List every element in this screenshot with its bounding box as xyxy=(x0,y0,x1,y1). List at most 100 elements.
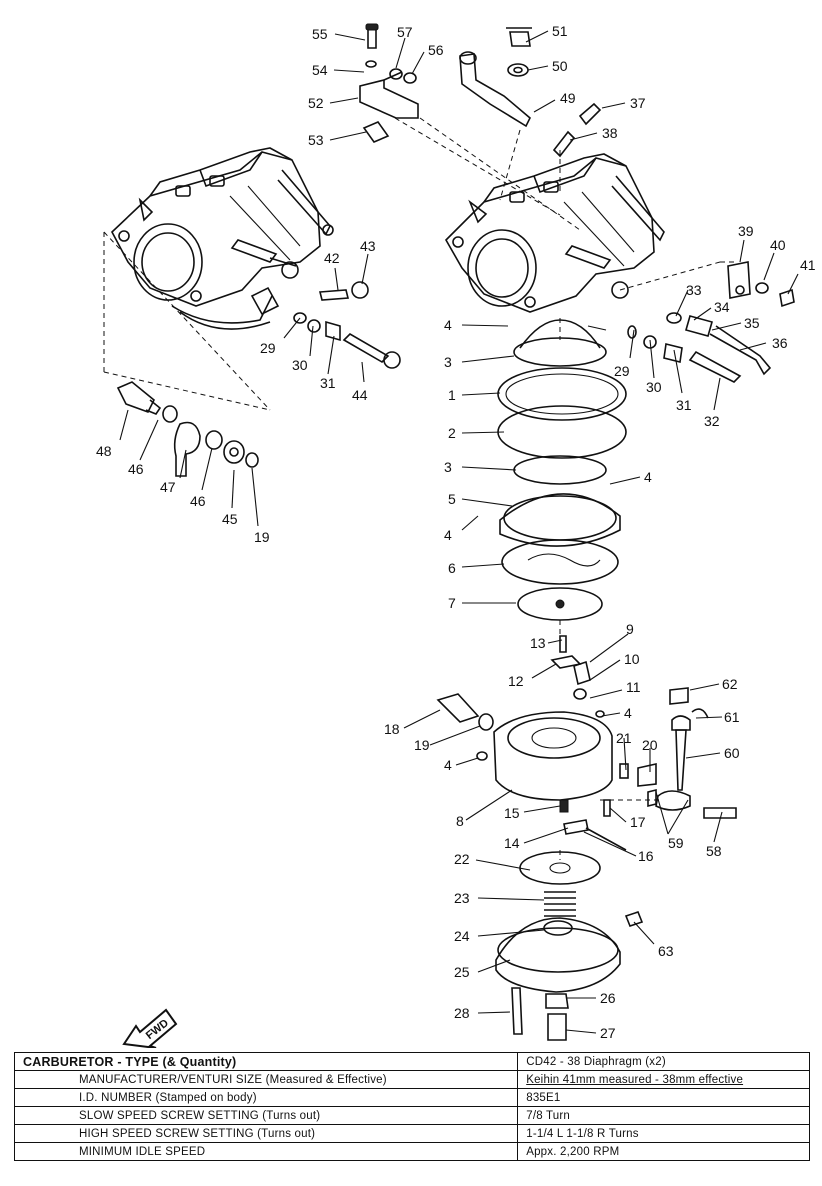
callout-50: 50 xyxy=(552,58,568,74)
callout-19-b: 19 xyxy=(414,737,430,753)
leader-lines xyxy=(119,30,799,1034)
callout-30-b: 30 xyxy=(646,379,662,395)
callout-3-b: 3 xyxy=(444,459,452,475)
spec-label: I.D. NUMBER (Stamped on body) xyxy=(13,1088,519,1107)
callout-22: 22 xyxy=(454,851,470,867)
callout-10: 10 xyxy=(624,651,640,667)
spec-title: CARBURETOR - TYPE (& Quantity) xyxy=(13,1052,519,1071)
callout-4-b: 4 xyxy=(644,469,652,485)
callout-7: 7 xyxy=(448,595,456,611)
spec-label: SLOW SPEED SCREW SETTING (Turns out) xyxy=(13,1106,519,1125)
callout-29-b: 29 xyxy=(614,363,630,379)
callout-26: 26 xyxy=(600,990,616,1006)
callout-48: 48 xyxy=(96,443,112,459)
callout-42: 42 xyxy=(324,250,340,266)
callout-37: 37 xyxy=(630,95,646,111)
callout-4-e: 4 xyxy=(444,757,452,773)
spec-label: MANUFACTURER/VENTURI SIZE (Measured & Ef… xyxy=(13,1070,519,1089)
callout-46-a: 46 xyxy=(128,461,144,477)
callout-35: 35 xyxy=(744,315,760,331)
spec-title-value: CD42 - 38 Diaphragm (x2) xyxy=(517,1052,810,1071)
carburetor-body-left xyxy=(111,147,334,330)
callout-39: 39 xyxy=(738,223,754,239)
callout-44: 44 xyxy=(352,387,368,403)
spec-row-manufacturer: MANUFACTURER/VENTURI SIZE (Measured & Ef… xyxy=(13,1070,810,1089)
callout-53: 53 xyxy=(308,132,324,148)
callout-8: 8 xyxy=(456,813,464,829)
callout-41: 41 xyxy=(800,257,816,273)
spec-label: MINIMUM IDLE SPEED xyxy=(13,1142,519,1161)
callout-23: 23 xyxy=(454,890,470,906)
callout-63: 63 xyxy=(658,943,674,959)
fuel-fitting-group xyxy=(116,381,259,477)
carburetor-spec-table: CARBURETOR - TYPE (& Quantity) CD42 - 38… xyxy=(13,1052,810,1161)
callout-12: 12 xyxy=(508,673,524,689)
callout-55: 55 xyxy=(312,26,328,42)
spec-row-high-speed: HIGH SPEED SCREW SETTING (Turns out) 1-1… xyxy=(13,1124,810,1143)
callout-36: 36 xyxy=(772,335,788,351)
callout-58: 58 xyxy=(706,843,722,859)
callout-34: 34 xyxy=(714,299,730,315)
callout-14: 14 xyxy=(504,835,520,851)
callout-29-a: 29 xyxy=(260,340,276,356)
callout-21: 21 xyxy=(616,730,632,746)
spec-value: Keihin 41mm measured - 38mm effective xyxy=(517,1070,810,1089)
callout-57: 57 xyxy=(397,24,413,40)
callout-5: 5 xyxy=(448,491,456,507)
callout-47: 47 xyxy=(160,479,176,495)
carburetor-body-right xyxy=(445,153,665,313)
callout-56: 56 xyxy=(428,42,444,58)
callout-43: 43 xyxy=(360,238,376,254)
callout-40: 40 xyxy=(770,237,786,253)
callout-31-b: 31 xyxy=(676,397,692,413)
callout-6: 6 xyxy=(448,560,456,576)
callout-62: 62 xyxy=(722,676,738,692)
spec-row-idle-speed: MINIMUM IDLE SPEED Appx. 2,200 RPM xyxy=(13,1142,810,1161)
callout-61: 61 xyxy=(724,709,740,725)
callout-60: 60 xyxy=(724,745,740,761)
left-side-hardware xyxy=(293,281,401,369)
callout-11: 11 xyxy=(626,679,641,695)
needle-valve-parts xyxy=(550,635,605,718)
top-hardware xyxy=(359,23,602,158)
callout-27: 27 xyxy=(600,1025,616,1041)
callout-24: 24 xyxy=(454,928,470,944)
callout-9: 9 xyxy=(626,621,634,637)
callout-45: 45 xyxy=(222,511,238,527)
callout-54: 54 xyxy=(312,62,328,78)
spec-value: 7/8 Turn xyxy=(517,1106,810,1125)
lower-parts xyxy=(495,799,644,1041)
diaphragm-stack xyxy=(497,319,627,621)
callout-33: 33 xyxy=(686,282,702,298)
callout-15: 15 xyxy=(504,805,520,821)
spec-label: HIGH SPEED SCREW SETTING (Turns out) xyxy=(13,1124,519,1143)
callout-labels: 55 57 56 51 54 50 52 49 37 53 38 39 40 4… xyxy=(96,23,816,1041)
right-side-hardware xyxy=(627,261,795,383)
callout-32: 32 xyxy=(704,413,720,429)
carburetor-base-body xyxy=(436,693,657,801)
callout-28: 28 xyxy=(454,1005,470,1021)
callout-59: 59 xyxy=(668,835,684,851)
callout-4-c: 4 xyxy=(444,527,452,543)
forward-arrow-icon: FWD xyxy=(122,1008,178,1048)
callout-20: 20 xyxy=(642,737,658,753)
callout-25: 25 xyxy=(454,964,470,980)
spec-row-slow-speed: SLOW SPEED SCREW SETTING (Turns out) 7/8… xyxy=(13,1106,810,1125)
callout-18: 18 xyxy=(384,721,400,737)
spec-value: 835E1 xyxy=(517,1088,810,1107)
callout-13: 13 xyxy=(530,635,546,651)
callout-30-a: 30 xyxy=(292,357,308,373)
callout-52: 52 xyxy=(308,95,324,111)
callout-17: 17 xyxy=(630,814,646,830)
callout-38: 38 xyxy=(602,125,618,141)
spec-value: Appx. 2,200 RPM xyxy=(517,1142,810,1161)
callout-4-a: 4 xyxy=(444,317,452,333)
callout-19-a: 19 xyxy=(254,529,270,545)
callout-46-b: 46 xyxy=(190,493,206,509)
callout-3-a: 3 xyxy=(444,354,452,370)
callout-1: 1 xyxy=(448,387,456,403)
spec-row-type: CARBURETOR - TYPE (& Quantity) CD42 - 38… xyxy=(13,1052,810,1071)
callout-31-a: 31 xyxy=(320,375,336,391)
callout-16: 16 xyxy=(638,848,654,864)
callout-51: 51 xyxy=(552,23,568,39)
